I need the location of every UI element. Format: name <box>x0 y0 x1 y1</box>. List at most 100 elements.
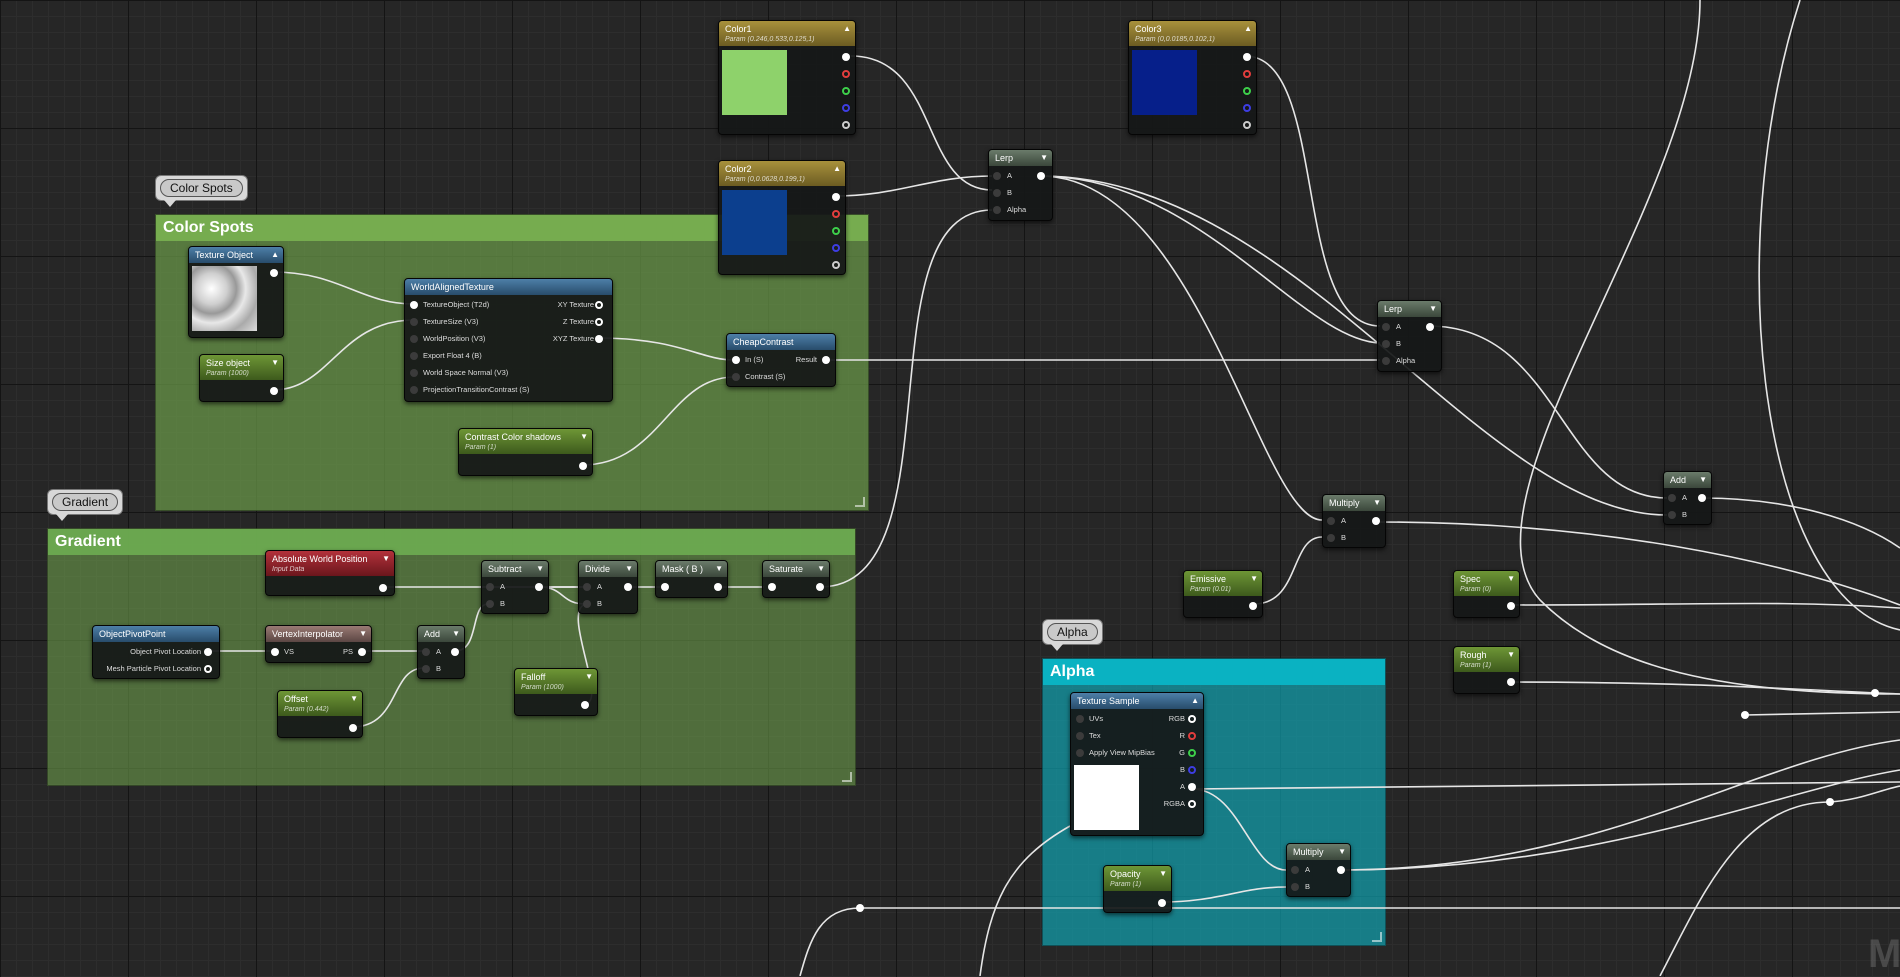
output-pin[interactable] <box>270 269 278 277</box>
output-pin[interactable] <box>204 648 212 656</box>
output-pin-r[interactable] <box>832 210 840 218</box>
chevron-down-icon[interactable]: ▼ <box>1373 498 1381 507</box>
node-world-aligned-texture[interactable]: WorldAlignedTexture TextureObject (T2d) … <box>404 278 613 402</box>
input-pin-vs[interactable] <box>271 648 279 656</box>
chevron-up-icon[interactable]: ▲ <box>843 24 851 33</box>
output-pin-rgb[interactable] <box>842 53 850 61</box>
node-saturate[interactable]: Saturate▼ <box>762 560 830 598</box>
input-pin-b[interactable] <box>1327 534 1335 542</box>
output-pin-r[interactable] <box>1243 70 1251 78</box>
node-lerp-2[interactable]: Lerp▼ A B Alpha <box>1377 300 1442 372</box>
resize-grip-icon[interactable] <box>842 772 852 782</box>
input-pin-b[interactable] <box>422 665 430 673</box>
resize-grip-icon[interactable] <box>1372 932 1382 942</box>
output-pin-g[interactable] <box>1188 749 1196 757</box>
output-pin[interactable] <box>379 584 387 592</box>
output-pin[interactable] <box>595 318 603 326</box>
input-pin-mipbias[interactable] <box>1076 749 1084 757</box>
output-pin[interactable] <box>349 724 357 732</box>
node-add-1[interactable]: Add▼ A B <box>417 625 465 679</box>
output-pin-b[interactable] <box>1188 766 1196 774</box>
output-pin-r[interactable] <box>842 70 850 78</box>
comment-bubble-color-spots[interactable]: Color Spots <box>155 175 248 207</box>
input-pin[interactable] <box>410 386 418 394</box>
comment-bubble-alpha[interactable]: Alpha <box>1042 619 1103 651</box>
input-pin[interactable] <box>410 301 418 309</box>
output-pin-g[interactable] <box>1243 87 1251 95</box>
node-vertex-interpolator[interactable]: VertexInterpolator▼ VS PS <box>265 625 372 663</box>
input-pin-b[interactable] <box>1291 883 1299 891</box>
output-pin[interactable] <box>1158 899 1166 907</box>
input-pin-b[interactable] <box>1668 511 1676 519</box>
chevron-down-icon[interactable]: ▼ <box>1250 574 1258 583</box>
chevron-down-icon[interactable]: ▼ <box>271 358 279 367</box>
output-pin-g[interactable] <box>832 227 840 235</box>
input-pin[interactable] <box>410 335 418 343</box>
input-pin[interactable] <box>661 583 669 591</box>
input-pin-uvs[interactable] <box>1076 715 1084 723</box>
output-pin-a[interactable] <box>1188 783 1196 791</box>
input-pin-tex[interactable] <box>1076 732 1084 740</box>
input-pin-a[interactable] <box>1382 323 1390 331</box>
chevron-down-icon[interactable]: ▼ <box>350 694 358 703</box>
output-pin[interactable] <box>1249 602 1257 610</box>
node-lerp-1[interactable]: Lerp▼ A B Alpha <box>988 149 1053 221</box>
chevron-down-icon[interactable]: ▼ <box>1429 304 1437 313</box>
input-pin-alpha[interactable] <box>993 206 1001 214</box>
node-cheap-contrast[interactable]: CheapContrast In (S) Contrast (S) Result <box>726 333 836 387</box>
chevron-down-icon[interactable]: ▼ <box>580 432 588 441</box>
input-pin[interactable] <box>410 369 418 377</box>
chevron-down-icon[interactable]: ▼ <box>715 564 723 573</box>
chevron-down-icon[interactable]: ▼ <box>452 629 460 638</box>
output-pin[interactable] <box>822 356 830 364</box>
output-pin-rgb[interactable] <box>1188 715 1196 723</box>
output-pin-a[interactable] <box>832 261 840 269</box>
output-pin[interactable] <box>1698 494 1706 502</box>
output-pin[interactable] <box>1037 172 1045 180</box>
chevron-down-icon[interactable]: ▼ <box>625 564 633 573</box>
input-pin-a[interactable] <box>993 172 1001 180</box>
chevron-down-icon[interactable]: ▼ <box>1040 153 1048 162</box>
output-pin-rgba[interactable] <box>1188 800 1196 808</box>
input-pin[interactable] <box>410 318 418 326</box>
output-pin[interactable] <box>204 665 212 673</box>
output-pin[interactable] <box>270 387 278 395</box>
node-multiply-1[interactable]: Multiply▼ A B <box>1322 494 1386 548</box>
output-pin-rgb[interactable] <box>832 193 840 201</box>
input-pin-b[interactable] <box>486 600 494 608</box>
input-pin[interactable] <box>768 583 776 591</box>
chevron-down-icon[interactable]: ▼ <box>1507 650 1515 659</box>
node-object-pivot-point[interactable]: ObjectPivotPoint Object Pivot Location M… <box>92 625 220 679</box>
resize-grip-icon[interactable] <box>855 497 865 507</box>
output-pin-a[interactable] <box>842 121 850 129</box>
output-pin[interactable] <box>451 648 459 656</box>
chevron-down-icon[interactable]: ▼ <box>382 554 390 563</box>
output-pin-ps[interactable] <box>358 648 366 656</box>
node-add-2[interactable]: Add▼ A B <box>1663 471 1712 525</box>
input-pin[interactable] <box>732 356 740 364</box>
output-pin[interactable] <box>1507 602 1515 610</box>
output-pin[interactable] <box>816 583 824 591</box>
output-pin[interactable] <box>581 701 589 709</box>
input-pin[interactable] <box>732 373 740 381</box>
chevron-up-icon[interactable]: ▲ <box>1244 24 1252 33</box>
output-pin[interactable] <box>1337 866 1345 874</box>
node-multiply-2[interactable]: Multiply▼ A B <box>1286 843 1351 897</box>
output-pin-rgb[interactable] <box>1243 53 1251 61</box>
input-pin-b[interactable] <box>583 600 591 608</box>
chevron-down-icon[interactable]: ▼ <box>536 564 544 573</box>
input-pin-a[interactable] <box>1668 494 1676 502</box>
chevron-down-icon[interactable]: ▼ <box>585 672 593 681</box>
node-subtract[interactable]: Subtract▼ A B <box>481 560 549 614</box>
chevron-up-icon[interactable]: ▲ <box>1191 696 1199 705</box>
input-pin-a[interactable] <box>1327 517 1335 525</box>
node-texture-sample[interactable]: Texture Sample▲ UVs Tex Apply View MipBi… <box>1070 692 1204 836</box>
output-pin[interactable] <box>1507 678 1515 686</box>
